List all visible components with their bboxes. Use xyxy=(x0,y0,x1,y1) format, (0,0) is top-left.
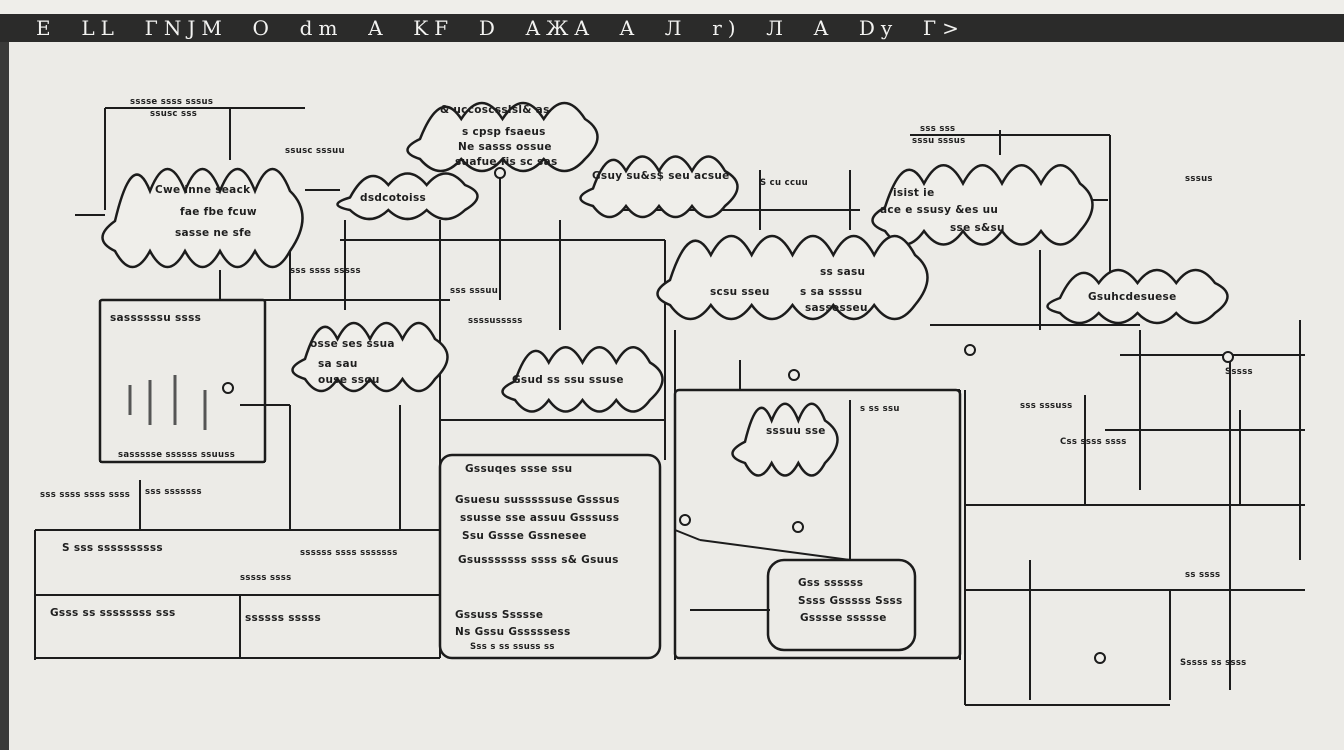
cloud-shape xyxy=(579,155,739,219)
title-bar: E LL ГNJM O dm A KF D AЖA A Л r) Л A Dy … xyxy=(0,14,1344,42)
diagram-label: Gsssse ssssse xyxy=(800,612,887,624)
top-margin xyxy=(0,0,1344,14)
diagram-label: Cwe inne seack xyxy=(155,184,251,196)
diagram-label: s sa ssssu xyxy=(800,286,863,298)
node-dot xyxy=(679,514,691,526)
diagram-label: Gsud ss ssu ssuse xyxy=(512,374,624,386)
cloud-shape xyxy=(731,402,839,477)
diagram-label: Css ssss ssss xyxy=(1060,437,1127,447)
diagram-label: Sss s ss ssuss ss xyxy=(470,642,555,652)
diagram-label: isist ie xyxy=(893,187,935,199)
diagram-label: sssse ssss sssus xyxy=(130,97,214,107)
left-border xyxy=(0,42,9,750)
cloud-shape xyxy=(291,321,449,393)
cloud-node xyxy=(101,168,304,269)
cloud-node xyxy=(501,346,664,413)
cloud-node xyxy=(291,321,449,393)
diagram-label: ace e ssusy &es uu xyxy=(880,204,999,216)
diagram-label: Gss ssssss xyxy=(798,577,864,589)
connector-line xyxy=(699,539,851,561)
process-box xyxy=(438,453,662,660)
diagram-label: suafue fis sc sas xyxy=(455,156,558,168)
diagram-label: sss sss xyxy=(920,124,956,134)
diagram-label: ssssss sssss xyxy=(245,612,322,624)
node-dot xyxy=(1222,351,1234,363)
cloud-node xyxy=(1046,268,1229,325)
diagram-label: sasse ne sfe xyxy=(175,227,252,239)
diagram-label: Gsuesu susssssuse Gsssus xyxy=(455,494,620,506)
diagram-label: sssuu sse xyxy=(766,425,826,437)
diagram-label: Gssuss Ssssse xyxy=(455,609,544,621)
diagram-label: Ssu Gssse Gssnesee xyxy=(462,530,587,542)
cloud-shape xyxy=(871,164,1094,246)
cloud-node xyxy=(656,234,929,321)
cloud-node xyxy=(871,164,1094,246)
diagram-label: Sssss xyxy=(1225,367,1253,377)
diagram-label: Ns Gssu Gsssssess xyxy=(455,626,571,638)
diagram-label: sss sssssss xyxy=(145,487,202,497)
cloud-node xyxy=(731,402,839,477)
node-dot xyxy=(494,167,506,179)
diagram-label: Gsusssssss ssss s& Gsuus xyxy=(458,554,619,566)
cloud-shape xyxy=(1046,268,1229,325)
diagram-label: sss ssss ssss ssss xyxy=(40,490,131,500)
chart-box xyxy=(98,298,267,464)
diagram-label: ss sasu xyxy=(820,266,866,278)
note-box xyxy=(766,558,917,652)
node-dot xyxy=(964,344,976,356)
process-box xyxy=(673,388,962,660)
cloud-node xyxy=(579,155,739,219)
diagram-label: Ssss Gsssss Ssss xyxy=(798,595,903,607)
cloud-shape xyxy=(656,234,929,321)
diagram-label: sss sssuss xyxy=(1020,401,1073,411)
diagram-label: sss sssuu xyxy=(450,286,499,296)
node-dot xyxy=(222,382,234,394)
node-dot xyxy=(792,521,804,533)
diagram-label: dsdcotoiss xyxy=(360,192,427,204)
diagram-label: S cu ccuu xyxy=(760,178,809,188)
diagram-label: S sss ssssssssss xyxy=(62,542,163,554)
diagram-label: sse s&su xyxy=(950,222,1005,234)
diagram-label: ss ssss xyxy=(1185,570,1221,580)
diagram-lines xyxy=(34,101,1305,706)
diagram-label: sssss ssss xyxy=(240,573,292,583)
cloud-shape xyxy=(101,168,304,269)
diagram-label: Sssss ss ssss xyxy=(1180,658,1247,668)
node-dot xyxy=(1094,652,1106,664)
node-dot xyxy=(788,369,800,381)
cloud-shape xyxy=(406,101,599,173)
diagram-label: fae fbe fcuw xyxy=(180,206,257,218)
diagram-label: Ne sasss ossue xyxy=(458,141,552,153)
diagram-label: Gsuhcdesuese xyxy=(1088,291,1177,303)
diagram-label: scsu sseu xyxy=(710,286,770,298)
diagram-label: ssssss ssss sssssss xyxy=(300,548,398,558)
cloud-shape xyxy=(336,172,479,221)
cloud-shape xyxy=(501,346,664,413)
diagram-label: Gsuy su&s$ seu acsue xyxy=(592,170,730,182)
diagram-label: ssusc sssuu xyxy=(285,146,345,156)
diagram-label: sassssse ssssss ssuuss xyxy=(118,450,236,460)
connector-line xyxy=(674,529,701,541)
diagram-label: s cpsp fsaeus xyxy=(462,126,546,138)
diagram-label: s ss ssu xyxy=(860,404,900,414)
diagram-label: Gsss ss ssssssss sss xyxy=(50,607,176,619)
diagram-label: ssusse sse assuu Gsssuss xyxy=(460,512,620,524)
title-text: E LL ГNJM O dm A KF D AЖA A Л r) Л A Dy … xyxy=(36,16,965,40)
diagram-label: Gssuqes ssse ssu xyxy=(465,463,573,475)
diagram-label: sassesseu xyxy=(805,302,868,314)
diagram-label: sa sau xyxy=(318,358,358,370)
cloud-node xyxy=(336,172,479,221)
diagram-label: & uccoscsslsl& as xyxy=(440,104,550,116)
diagram-label: ouse ssou xyxy=(318,374,380,386)
diagram-label: ssusc sss xyxy=(150,109,198,119)
diagram-label: ssssusssss xyxy=(468,316,523,326)
cloud-node xyxy=(406,101,599,173)
diagram-label: sss ssss sssss xyxy=(290,266,361,276)
diagram-label: sassssssu ssss xyxy=(110,312,202,324)
diagram-label: sssus xyxy=(1185,174,1213,184)
diagram-label: osse ses ssua xyxy=(310,338,395,350)
diagram-label: sssu sssus xyxy=(912,136,966,146)
